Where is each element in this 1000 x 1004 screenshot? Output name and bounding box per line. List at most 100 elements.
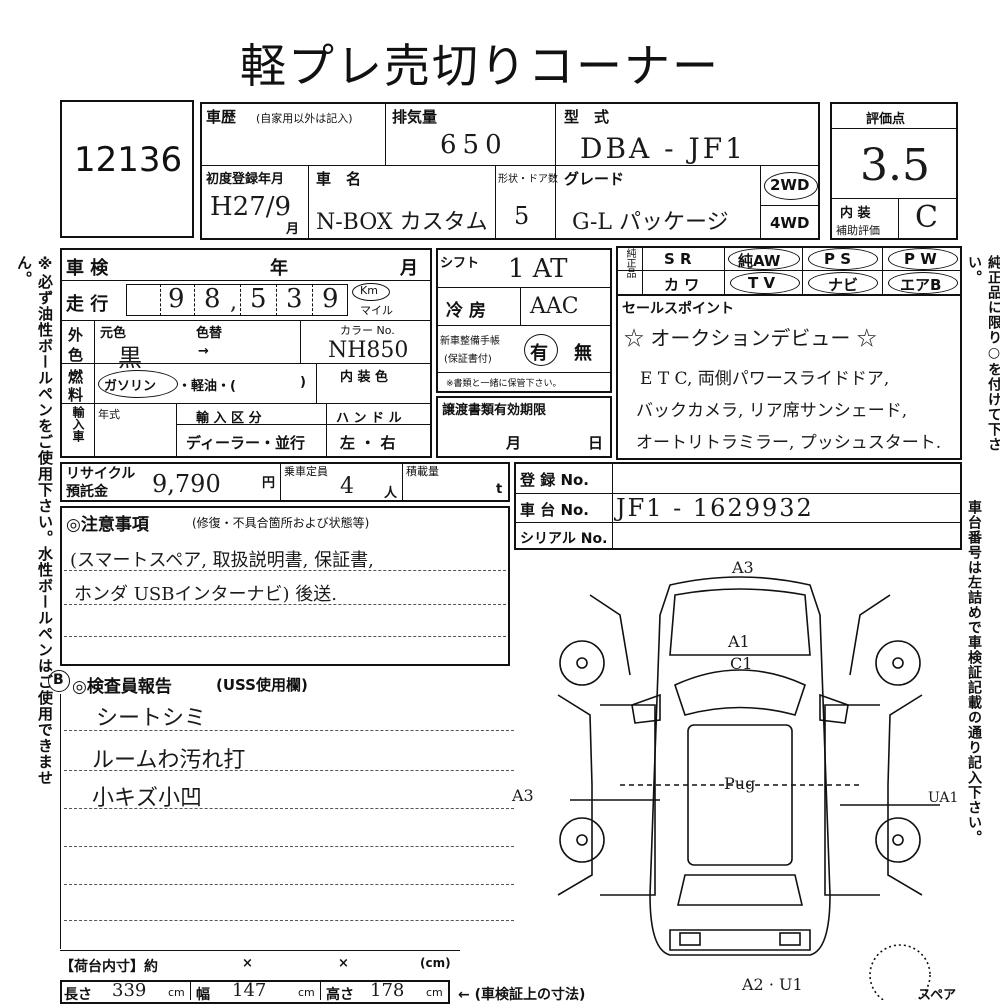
diagram-ua1: UA1 xyxy=(928,790,959,806)
caution-line-2: ホンダ USBインターナビ) 後送. xyxy=(74,584,337,605)
mile-label: マイル xyxy=(360,304,393,317)
spec-grid xyxy=(60,248,432,458)
displacement-label: 排気量 xyxy=(392,108,438,126)
dims-note: ← (車検証上の寸法) xyxy=(458,987,586,1003)
fuel-diesel: ・軽油・( xyxy=(178,379,236,394)
history-label: 車歴 xyxy=(206,108,237,126)
color-changed-label: 色替 xyxy=(196,326,223,341)
width-unit: cm xyxy=(298,986,315,999)
sales-point-line-4: オートリトラミラー, プッシュスタート. xyxy=(636,433,942,453)
caution-note: (修復・不具合箇所および状態等) xyxy=(192,516,370,530)
import-side: 輸入車 xyxy=(71,406,85,442)
length-value: 339 xyxy=(112,980,147,1001)
equip-aw: 純AW xyxy=(738,252,781,270)
vehicle-info-grid xyxy=(200,102,820,240)
doors-label: 形状・ドア数 xyxy=(498,174,558,185)
equipment-side: 純正品 xyxy=(624,248,635,278)
ac-value: AAC xyxy=(530,294,579,319)
mileage-digit-5: 9 xyxy=(322,284,339,314)
shift-grid xyxy=(436,248,612,393)
shift-label: シフト xyxy=(440,256,480,271)
stock-number-box xyxy=(60,100,194,238)
handle-label: ハ ン ド ル xyxy=(336,411,402,426)
equip-pw: P W xyxy=(904,250,937,268)
manual-label-2: (保証書付) xyxy=(444,354,492,365)
page-title: 軽プレ売切りコーナー xyxy=(240,39,720,93)
inspection-year: 年 xyxy=(270,258,288,279)
import-class-value: ディーラー・並行 xyxy=(186,434,305,452)
side-note-right-2: 車台番号は左詰めで車検証記載の通り記入下さい。 xyxy=(966,500,982,845)
height-value: 178 xyxy=(370,980,405,1001)
interior-grade-value: C xyxy=(915,200,938,235)
capacity-label: 乗車定員 xyxy=(284,465,328,478)
displacement-value: 650 xyxy=(440,130,508,160)
inspector-line-3: 小キズ小凹 xyxy=(92,786,203,811)
first-reg-unit: 月 xyxy=(286,222,300,237)
color-code-label: カラー No. xyxy=(340,324,395,337)
equip-tv: T V xyxy=(748,274,776,292)
equip-navi: ナビ xyxy=(828,276,859,294)
color-original-label: 元色 xyxy=(100,326,127,341)
height-unit: cm xyxy=(426,986,443,999)
side-note-right-1: 純正品に限り○を付けて下さい。 xyxy=(966,255,1000,452)
transfer-label: 譲渡書類有効期限 xyxy=(442,403,547,418)
grade-label: グレード xyxy=(564,170,625,188)
fuel-gasoline: ガソリン xyxy=(104,379,157,394)
diagram-a3-top: A3 xyxy=(732,558,754,577)
diagram-c1: C1 xyxy=(730,654,753,673)
length-label: 長さ xyxy=(64,987,92,1003)
caution-box xyxy=(60,506,510,666)
score-value: 3.5 xyxy=(860,140,930,191)
load-label: 積載量 xyxy=(406,465,439,478)
import-year-label: 年式 xyxy=(98,408,120,421)
doors-value: 5 xyxy=(514,202,530,230)
interior-color-label: 内 装 色 xyxy=(340,370,389,385)
ac-label: 冷 房 xyxy=(446,301,486,321)
fuel-close: ) xyxy=(300,375,306,390)
2wd-label: 2WD xyxy=(770,176,810,194)
mileage-label: 走 行 xyxy=(66,294,109,315)
inspector-label: ◎検査員報告 xyxy=(72,677,172,697)
width-label: 幅 xyxy=(196,987,210,1003)
cargo-x-2: × xyxy=(338,956,349,971)
equip-ps: P S xyxy=(824,250,852,268)
first-reg-label: 初度登録年月 xyxy=(206,172,285,187)
diagram-a3-left: A3 xyxy=(512,786,534,805)
equip-sr: S R xyxy=(664,250,692,268)
height-label: 高さ xyxy=(326,987,354,1003)
inspector-line-1: シートシミ xyxy=(96,706,207,731)
inspector-line-2: ルームわ汚れ打 xyxy=(92,748,246,773)
mileage-digit-4: 3 xyxy=(286,284,303,314)
diagram-spare: スペア xyxy=(918,988,957,1003)
manual-note: ※書類と一緒に保管下さい。 xyxy=(446,379,562,389)
length-unit: cm xyxy=(168,986,185,999)
equip-kawa: カ ワ xyxy=(664,276,700,294)
score-label: 評価点 xyxy=(866,112,906,127)
recycle-value: 9,790 xyxy=(152,470,221,498)
km-label: Km xyxy=(360,284,378,297)
inspection-month: 月 xyxy=(400,258,418,279)
history-note: (自家用以外は記入) xyxy=(256,112,353,125)
manual-label-1: 新車整備手帳 xyxy=(440,336,500,347)
interior-grade-label-1: 内 装 xyxy=(840,206,871,221)
chassis-label: 車 台 No. xyxy=(520,501,590,519)
mileage-digit-3: 5 xyxy=(250,284,267,314)
interior-grade-label-2: 補助評価 xyxy=(836,224,880,237)
sales-point-line-3: バックカメラ, リア席サンシェード, xyxy=(636,401,908,421)
registration-grid xyxy=(514,462,962,550)
recycle-label-2: 預託金 xyxy=(66,484,108,500)
inspector-mark: B xyxy=(53,672,64,688)
import-class-label: 輸 入 区 分 xyxy=(196,411,262,426)
chassis-value: JF1 - 1629932 xyxy=(616,494,814,522)
model-label: 型 式 xyxy=(564,108,610,126)
mileage-digit-1: 9 xyxy=(168,284,185,314)
registration-label: 登 録 No. xyxy=(520,471,590,489)
caution-line-1: (スマートスペア, 取扱説明書, 保証書, xyxy=(70,550,374,571)
capacity-value: 4 xyxy=(340,474,354,499)
cargo-label: 【荷台内寸】約 xyxy=(60,959,158,975)
model-value: DBA - JF1 xyxy=(580,132,746,165)
color-side-1: 外 xyxy=(68,326,84,344)
diagram-a1: A1 xyxy=(728,632,750,651)
recycle-label-1: リサイクル xyxy=(66,466,136,482)
load-unit: t xyxy=(496,482,503,497)
